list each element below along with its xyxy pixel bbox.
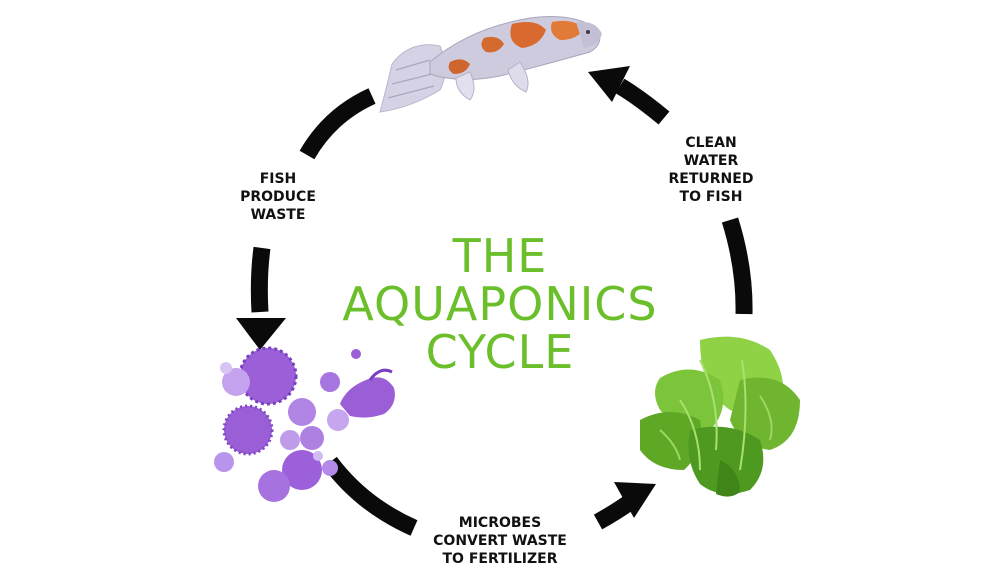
label-line: RETURNED	[668, 171, 754, 187]
title-line-1: THE	[452, 229, 548, 283]
label-clean-water-returned: CLEAN WATER RETURNED TO FISH	[656, 134, 766, 206]
title-line-2: AQUAPONICS	[342, 277, 658, 331]
label-line: WATER	[683, 153, 739, 169]
label-line: WASTE	[250, 207, 306, 223]
label-fish-produce-waste: FISH PRODUCE WASTE	[218, 170, 338, 224]
arrowheads	[236, 66, 656, 518]
label-line: FISH	[259, 171, 297, 187]
arc-top-right	[615, 78, 670, 125]
label-line: CLEAN	[685, 135, 737, 151]
arc-top-left	[299, 88, 376, 160]
title-line-3: CYCLE	[425, 325, 575, 379]
arrowhead-to-plant	[614, 482, 656, 518]
label-line: TO FISH	[679, 189, 743, 205]
microbes-icon	[214, 346, 395, 502]
koi-fish-icon	[379, 16, 602, 113]
label-line: MICROBES	[458, 515, 542, 531]
label-microbes-convert-waste: MICROBES CONVERT WASTE TO FERTILIZER	[400, 514, 600, 568]
arrowhead-to-fish	[588, 66, 630, 102]
diagram-title: THE AQUAPONICS CYCLE	[300, 232, 700, 376]
arc-bottom-right	[593, 495, 635, 530]
label-line: PRODUCE	[240, 189, 316, 205]
arrowhead-down	[236, 318, 286, 350]
label-line: CONVERT WASTE	[433, 533, 567, 549]
arc-left	[250, 246, 271, 313]
arc-right	[721, 217, 753, 315]
lettuce-icon	[640, 336, 800, 497]
label-line: TO FERTILIZER	[442, 551, 558, 567]
